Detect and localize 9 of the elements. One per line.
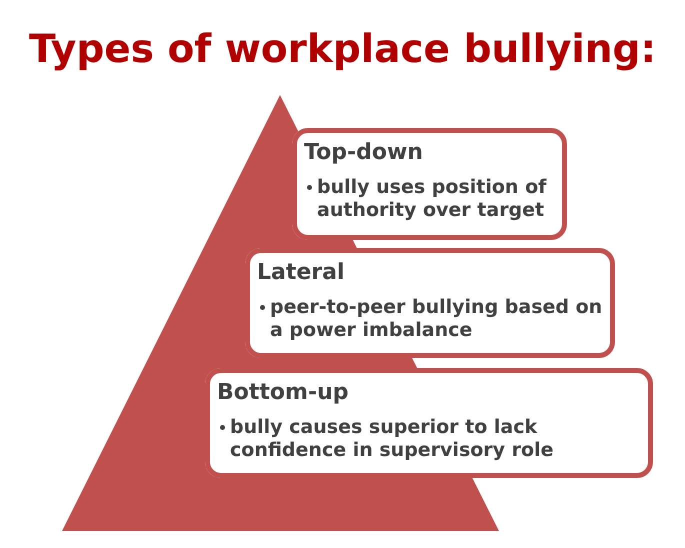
box-heading: Lateral (257, 259, 345, 287)
box-heading: Top-down (304, 139, 423, 167)
bullet-text: peer-to-peer bullying based on a power imbalance (270, 296, 604, 342)
text-box (245, 248, 615, 358)
bullet-text: bully uses position of authority over target (317, 176, 548, 222)
text-box (292, 128, 567, 240)
box-heading: Bottom-up (217, 379, 348, 407)
bullet-text: bully causes superior to lack confidence in supervisory role (230, 416, 555, 462)
title: Types of workplace bullying: (28, 26, 656, 74)
